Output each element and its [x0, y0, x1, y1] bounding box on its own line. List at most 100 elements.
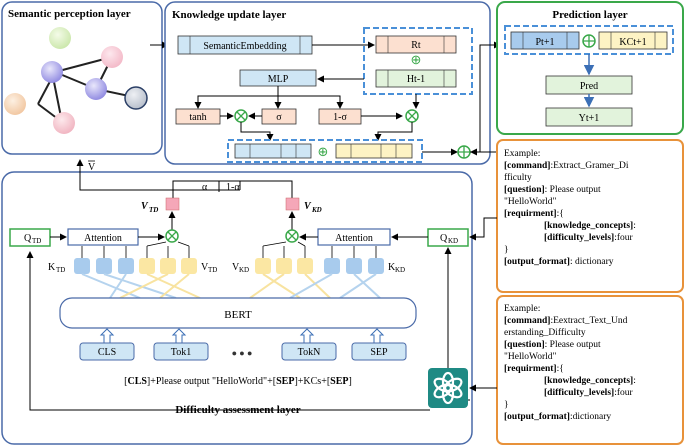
example2-dl-key: [difficulty_levels]	[544, 388, 615, 398]
k-td-label: K	[48, 262, 56, 273]
v-kd-box	[285, 197, 300, 211]
rt-box	[375, 35, 457, 54]
attention-kd-label: Attention	[335, 233, 373, 244]
example1-kc-val: :	[633, 221, 636, 231]
semantic-title: Semantic perception layer	[8, 8, 131, 20]
token-cls-box	[79, 342, 135, 361]
yt1-box	[545, 107, 633, 127]
semantic-embedding-label: SemanticEmbedding	[203, 41, 286, 52]
example2-dl-val: :four	[614, 388, 633, 398]
kv-token-blocks	[74, 258, 384, 274]
tanh-label: tanh	[189, 112, 206, 123]
pt1-label: Pt+1	[536, 37, 555, 48]
example2-req-close: }	[504, 400, 509, 410]
one-minus-sigma-label: 1-σ	[333, 112, 347, 123]
ht1-label: Ht-1	[407, 74, 425, 85]
kct1-label: KCt+1	[619, 37, 646, 48]
example1-heading: Example:	[504, 149, 541, 159]
example2-kc-key: [knowledge_concepts]	[544, 376, 634, 386]
kct1-box	[598, 31, 668, 50]
vv-kd-sub: KD	[239, 266, 249, 274]
example1-question-key: [question]	[504, 185, 545, 195]
state-blue-bar	[234, 143, 312, 159]
example2-question-val: : Please output	[544, 340, 601, 350]
example2-command-key: [command]	[504, 316, 551, 326]
one-minus-alpha-label: 1-α	[226, 182, 240, 193]
example1-command-val: :Extract_Gramer_Di	[550, 161, 629, 171]
ht1-box	[375, 69, 457, 88]
example2-text: Example: [command]:Eextract_Text_Und ers…	[504, 303, 678, 423]
example1-dl-val: :four	[614, 233, 633, 243]
pt1-box	[510, 31, 580, 50]
token-tokn-label: TokN	[298, 347, 321, 358]
feedback-to-q-td	[26, 251, 430, 411]
example2-command-val: :Eextract_Text_Und	[550, 316, 628, 326]
sigma-label: σ	[276, 112, 282, 123]
v-kd-tilde-sub: KD	[311, 206, 322, 214]
token-tok1-label: Tok1	[171, 347, 191, 358]
yt1-label: Yt+1	[579, 113, 600, 124]
semantic-panel	[1, 1, 163, 155]
k-kd-sub: KD	[395, 266, 405, 274]
example1-of-val: : dictionary	[569, 257, 614, 267]
rt-ht-dashed-group	[363, 27, 473, 95]
token-cls-label: CLS	[98, 347, 116, 358]
example1-of-key: [output_format]	[504, 257, 570, 267]
vv-td-label: V	[201, 262, 209, 273]
example2-question-key: [question]	[504, 340, 545, 350]
example2-panel	[496, 295, 684, 445]
token-sep-label: SEP	[370, 347, 388, 358]
token-tok1-box	[153, 342, 209, 361]
v-kd-tilde-label: V	[304, 201, 312, 212]
bert-box	[59, 297, 417, 329]
v-td-tilde-sub: TD	[149, 206, 158, 214]
v-td-tilde-label: V	[141, 201, 149, 212]
q-td-label: Q	[24, 233, 32, 244]
example1-kc-key: [knowledge_concepts]	[544, 221, 634, 231]
example1-req-key: [requirment]	[504, 209, 557, 219]
k-kd-label: K	[388, 262, 396, 273]
bert-fan-lines	[81, 273, 381, 299]
example2-heading: Example:	[504, 304, 541, 314]
example2-of-val: :dictionary	[569, 412, 612, 422]
graph-node-grey	[124, 86, 148, 110]
rt-ht-oplus: ⊕	[411, 52, 422, 67]
graph-node-rose	[53, 112, 75, 134]
vv-td-sub: TD	[208, 266, 217, 274]
k-td-sub: TD	[56, 266, 65, 274]
example2-command-val2: erstanding_Difficulty	[504, 328, 586, 338]
example2-req-open: :{	[556, 364, 564, 374]
example2-of-key: [output_format]	[504, 412, 570, 422]
arrow-example1-to-qkd	[469, 217, 497, 241]
pred-label: Pred	[580, 81, 598, 92]
graph-node-purple-left	[41, 61, 63, 83]
state-yellow-bar	[335, 143, 413, 159]
example2-question-val2: "HelloWorld"	[504, 352, 557, 362]
example1-text: Example: [command]:Extract_Gramer_Di ffi…	[504, 148, 678, 268]
example1-req-open: :{	[556, 209, 564, 219]
example1-question-val: : Please output	[544, 185, 601, 195]
rt-label: Rt	[411, 40, 421, 51]
graph-node-purple-right	[85, 78, 107, 100]
token-tokn-box	[281, 342, 337, 361]
graph-node-green	[49, 27, 71, 49]
token-ellipsis: ● ● ●	[232, 348, 253, 358]
v-tilde-label: V	[88, 162, 96, 173]
q-td-sub: TD	[32, 237, 41, 245]
bert-label: BERT	[224, 309, 252, 321]
graph-node-peach	[4, 93, 26, 115]
example1-dl-key: [difficulty_levels]	[544, 233, 615, 243]
example1-command-val2: fficulty	[504, 173, 532, 183]
graph-node-pink	[101, 46, 123, 68]
alpha-label: α	[202, 182, 208, 193]
example2-kc-val: :	[633, 376, 636, 386]
example1-command-key: [command]	[504, 161, 551, 171]
q-kd-label: Q	[440, 233, 448, 244]
token-up-arrows	[99, 328, 385, 344]
vv-kd-label: V	[232, 262, 240, 273]
example1-panel	[496, 139, 684, 293]
prediction-title: Prediction layer	[552, 9, 627, 21]
knowledge-title: Knowledge update layer	[172, 9, 286, 21]
example1-question-val2: "HelloWorld"	[504, 197, 557, 207]
